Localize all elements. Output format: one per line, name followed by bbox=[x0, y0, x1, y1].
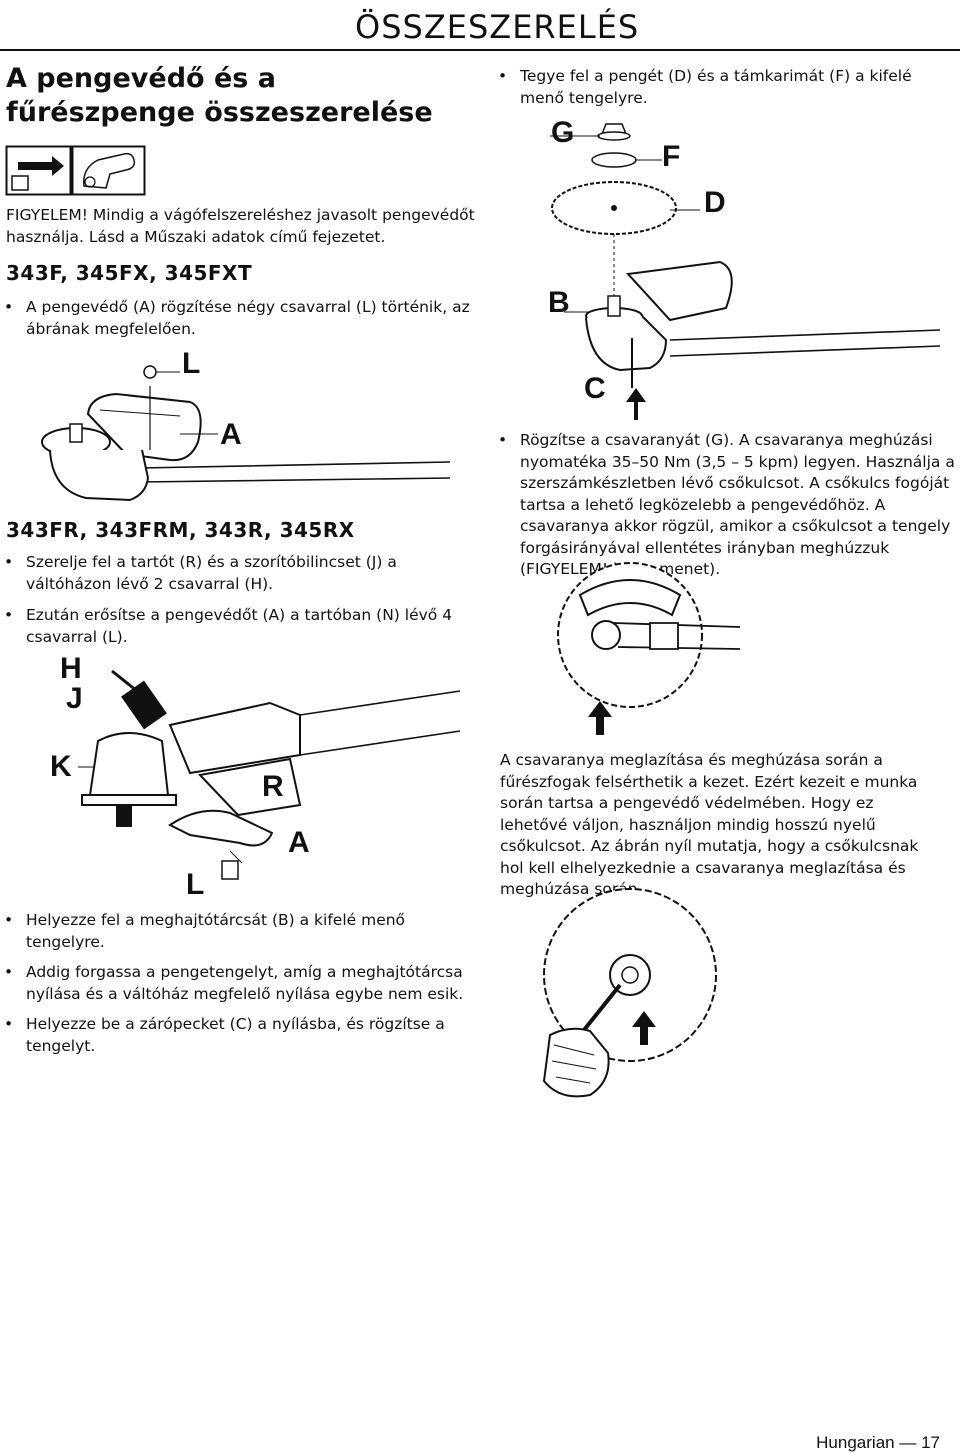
figure-wrench-blade bbox=[520, 885, 760, 1145]
section3-bullet-1: Helyezze fel a meghajtótárcsát (B) a kif… bbox=[0, 910, 446, 953]
warning-text: FIGYELEM! Mindig a vágófelszereléshez ja… bbox=[6, 206, 475, 246]
fig3-label-C: C bbox=[584, 372, 606, 405]
warning-pictogram bbox=[6, 146, 146, 196]
fig2-label-J: J bbox=[66, 682, 83, 715]
footer-language: Hungarian bbox=[816, 1433, 895, 1452]
section1-title: 343F, 345FX, 345FXT bbox=[6, 261, 253, 285]
section2-bullet-2: Ezután erősítse a pengevédőt (A) a tartó… bbox=[0, 605, 466, 648]
header-rule bbox=[0, 49, 960, 51]
figure-blade-guard bbox=[540, 575, 740, 735]
footer-separator: — bbox=[899, 1433, 917, 1452]
right-bullet-1: Tegye fel a pengét (D) és a támkarimát (… bbox=[494, 66, 960, 109]
right-paragraph: A csavaranya meglazítása és meghúzása so… bbox=[500, 751, 919, 898]
section-title: A pengevédő és a fűrészpenge összeszerel… bbox=[6, 63, 433, 128]
fig2-label-H: H bbox=[60, 652, 82, 685]
fig1-label-A: A bbox=[220, 418, 242, 451]
section1-bullet: A pengevédő (A) rögzítése négy csavarral… bbox=[0, 297, 486, 340]
figure-guard-mount-F bbox=[30, 350, 450, 510]
fig3-label-G: G bbox=[551, 116, 575, 149]
section2-title: 343FR, 343FRM, 343R, 345RX bbox=[6, 518, 355, 542]
page-footer: Hungarian — 17 bbox=[816, 1433, 940, 1453]
fig3-label-F: F bbox=[662, 140, 681, 173]
page-header: ÖSSZESZERELÉS bbox=[355, 8, 640, 46]
fig1-label-L: L bbox=[182, 347, 201, 380]
footer-page-number: 17 bbox=[921, 1433, 940, 1452]
fig3-label-B: B bbox=[548, 286, 570, 319]
fig2-label-K: K bbox=[50, 750, 72, 783]
section3-bullet-3: Helyezze be a zárópecket (C) a nyílásba,… bbox=[0, 1014, 466, 1057]
fig3-label-D: D bbox=[704, 186, 726, 219]
figure-guard-mount-R bbox=[50, 655, 460, 895]
section2-bullet-1: Szerelje fel a tartót (R) és a szorítóbi… bbox=[0, 552, 456, 595]
section3-bullet-2: Addig forgassa a pengetengelyt, amíg a m… bbox=[0, 962, 476, 1005]
figure-blade-assembly bbox=[520, 120, 940, 420]
fig2-label-A: A bbox=[288, 826, 310, 859]
right-bullet-2: Rögzítse a csavaranyát (G). A csavaranya… bbox=[494, 430, 960, 581]
fig2-label-R: R bbox=[262, 770, 284, 803]
fig2-label-L: L bbox=[186, 868, 205, 901]
